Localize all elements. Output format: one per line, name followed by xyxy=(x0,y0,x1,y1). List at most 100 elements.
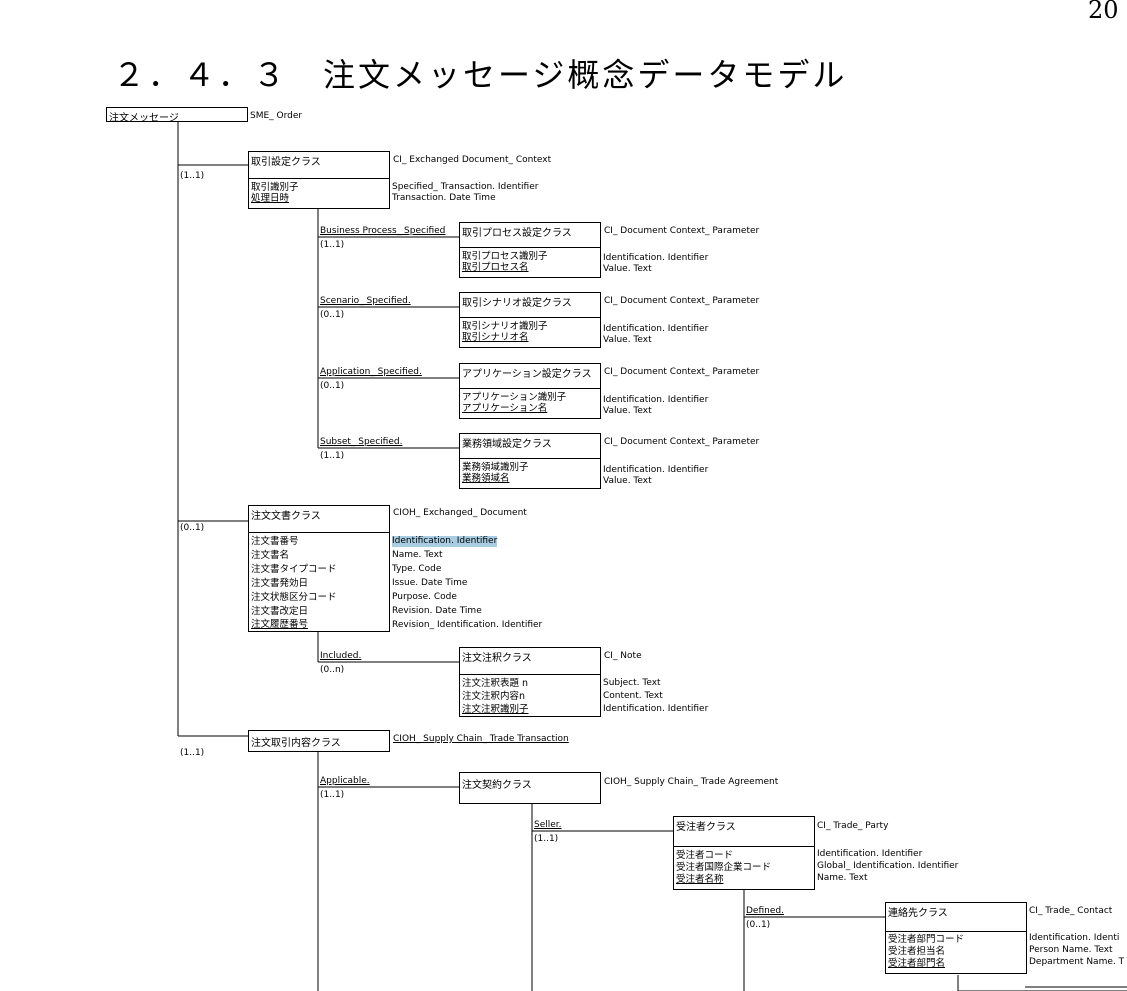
class-box-transaction-setting: 取引設定クラス 取引識別子 処理日時 xyxy=(248,151,390,209)
class-attribute: 注文書発効日 xyxy=(251,578,309,589)
attribute-mapping: Name. Text xyxy=(817,873,868,883)
class-name: 注文取引内容クラス xyxy=(251,738,341,749)
class-name: 注文契約クラス xyxy=(462,780,532,791)
relationship-label: Scenario_ Specified. xyxy=(320,296,411,306)
attribute-mapping: Name. Text xyxy=(392,550,443,560)
class-attribute: 取引識別子 xyxy=(251,182,299,193)
class-name: 取引設定クラス xyxy=(251,157,321,168)
page-title: ２．４．３ 注文メッセージ概念データモデル xyxy=(113,56,848,94)
attribute-mapping: Value. Text xyxy=(603,406,652,416)
cardinality: (1..1) xyxy=(320,790,345,800)
class-box-trade-agreement: 注文契約クラス xyxy=(459,772,601,804)
class-attribute: 取引プロセス識別子 xyxy=(462,251,548,262)
class-attribute: 取引プロセス名 xyxy=(462,262,529,273)
class-attribute: 注文注釈識別子 xyxy=(462,704,529,715)
class-attribute: アプリケーション識別子 xyxy=(462,392,567,403)
class-name: 業務領域設定クラス xyxy=(462,439,552,450)
class-type: CI_ Document Context_ Parameter xyxy=(604,437,760,447)
attribute-mapping: Identification. Identifier xyxy=(603,253,709,263)
class-divider xyxy=(674,846,814,847)
attribute-mapping: Identification. Identi xyxy=(1029,933,1120,943)
class-name: アプリケーション設定クラス xyxy=(462,369,592,380)
attribute-mapping: Identification. Identifier xyxy=(603,395,709,405)
attribute-mapping: Identification. Identifier xyxy=(817,849,923,859)
class-attribute: 受注者国際企業コード xyxy=(676,862,772,873)
cardinality: (0..1) xyxy=(746,920,771,930)
attribute-mapping: Value. Text xyxy=(603,264,652,274)
relationship-label: Applicable. xyxy=(320,776,370,786)
class-box-seller-party: 受注者クラス 受注者コード 受注者国際企業コード 受注者名称 xyxy=(673,816,815,890)
root-class-type: SME_ Order xyxy=(250,111,303,121)
relationship-label: Included. xyxy=(320,651,362,661)
class-divider xyxy=(249,178,389,179)
class-attribute: 取引シナリオ名 xyxy=(462,332,529,343)
class-divider xyxy=(460,674,600,675)
class-attribute: 注文書番号 xyxy=(251,536,299,547)
attribute-mapping: Revision_ Identification. Identifier xyxy=(392,620,543,630)
class-attribute: 注文書名 xyxy=(251,550,290,561)
attribute-mapping: Purpose. Code xyxy=(392,592,457,602)
class-attribute: 注文注釈内容n xyxy=(462,691,526,702)
attribute-mapping: Issue. Date Time xyxy=(392,578,468,588)
class-divider xyxy=(460,317,600,318)
class-attribute: 業務領域識別子 xyxy=(462,462,529,473)
class-attribute: 注文履歴番号 xyxy=(251,619,309,630)
class-attribute: 注文注釈表題 n xyxy=(462,678,529,689)
class-divider xyxy=(460,388,600,389)
root-class-name: 注文メッセージ xyxy=(109,113,179,124)
class-type: CIOH_ Exchanged_ Document xyxy=(393,508,527,518)
class-divider xyxy=(460,458,600,459)
attribute-mapping: Identification. Identifier xyxy=(603,465,709,475)
relationship-label: Application_ Specified. xyxy=(320,367,422,377)
class-name: 注文注釈クラス xyxy=(462,653,532,664)
class-attribute: 受注者名称 xyxy=(676,874,724,885)
class-attribute: アプリケーション名 xyxy=(462,403,548,414)
cardinality: (1..1) xyxy=(320,451,345,461)
attribute-mapping: Transaction. Date Time xyxy=(392,193,496,203)
attribute-mapping: Value. Text xyxy=(603,476,652,486)
page-number: 20 xyxy=(1088,0,1119,24)
class-type: CI_ Trade_ Contact xyxy=(1029,906,1113,916)
class-attribute: 業務領域名 xyxy=(462,473,510,484)
attribute-mapping: Content. Text xyxy=(603,691,663,701)
root-class-box: 注文メッセージ xyxy=(106,107,248,124)
cardinality: (0..n) xyxy=(320,665,345,675)
class-divider xyxy=(249,532,389,533)
class-attribute: 処理日時 xyxy=(251,193,290,204)
class-attribute: 取引シナリオ識別子 xyxy=(462,321,548,332)
class-type: CI_ Trade_ Party xyxy=(817,821,889,831)
attribute-mapping: Global_ Identification. Identifier xyxy=(817,861,959,871)
class-box-trade-transaction: 注文取引内容クラス xyxy=(248,730,390,752)
attribute-mapping: Specified_ Transaction. Identifier xyxy=(392,182,539,192)
class-box-trade-contact: 連絡先クラス 受注者部門コード 受注者担当名 受注者部門名 xyxy=(885,902,1027,974)
attribute-mapping: Value. Text xyxy=(603,335,652,345)
class-divider xyxy=(886,931,1026,932)
attribute-mapping: Department Name. T xyxy=(1029,957,1125,967)
cardinality: (0..1) xyxy=(320,310,345,320)
class-type: CI_ Note xyxy=(604,651,642,661)
class-divider xyxy=(460,247,600,248)
class-box-application-setting: アプリケーション設定クラス アプリケーション識別子 アプリケーション名 xyxy=(459,363,601,419)
attribute-mapping: Revision. Date Time xyxy=(392,606,482,616)
class-box-scenario-setting: 取引シナリオ設定クラス 取引シナリオ識別子 取引シナリオ名 xyxy=(459,292,601,348)
attribute-mapping: Subject. Text xyxy=(603,678,661,688)
attribute-mapping-highlighted[interactable]: Identification. Identifier xyxy=(392,536,498,547)
class-type: CI_ Exchanged Document_ Context xyxy=(393,155,552,165)
class-type: CIOH_ Supply Chain_ Trade Agreement xyxy=(604,777,779,787)
cardinality: (1..1) xyxy=(180,171,205,181)
class-name: 連絡先クラス xyxy=(888,908,948,919)
relationship-label: Seller. xyxy=(534,820,562,830)
cardinality: (1..1) xyxy=(534,834,559,844)
attribute-mapping: Identification. Identifier xyxy=(603,324,709,334)
class-type: CIOH_ Supply Chain_ Trade Transaction xyxy=(393,734,569,744)
cardinality: (1..1) xyxy=(320,240,345,250)
class-type: CI_ Document Context_ Parameter xyxy=(604,367,760,377)
class-name: 取引シナリオ設定クラス xyxy=(462,298,572,309)
relationship-label: Business Process_ Specified xyxy=(320,226,446,236)
cardinality: (0..1) xyxy=(180,523,205,533)
class-box-order-note: 注文注釈クラス 注文注釈表題 n 注文注釈内容n 注文注釈識別子 xyxy=(459,647,601,717)
class-box-subset-setting: 業務領域設定クラス 業務領域識別子 業務領域名 xyxy=(459,433,601,489)
class-attribute: 受注者部門名 xyxy=(888,958,946,969)
attribute-mapping: Identification. Identifier xyxy=(603,704,709,714)
